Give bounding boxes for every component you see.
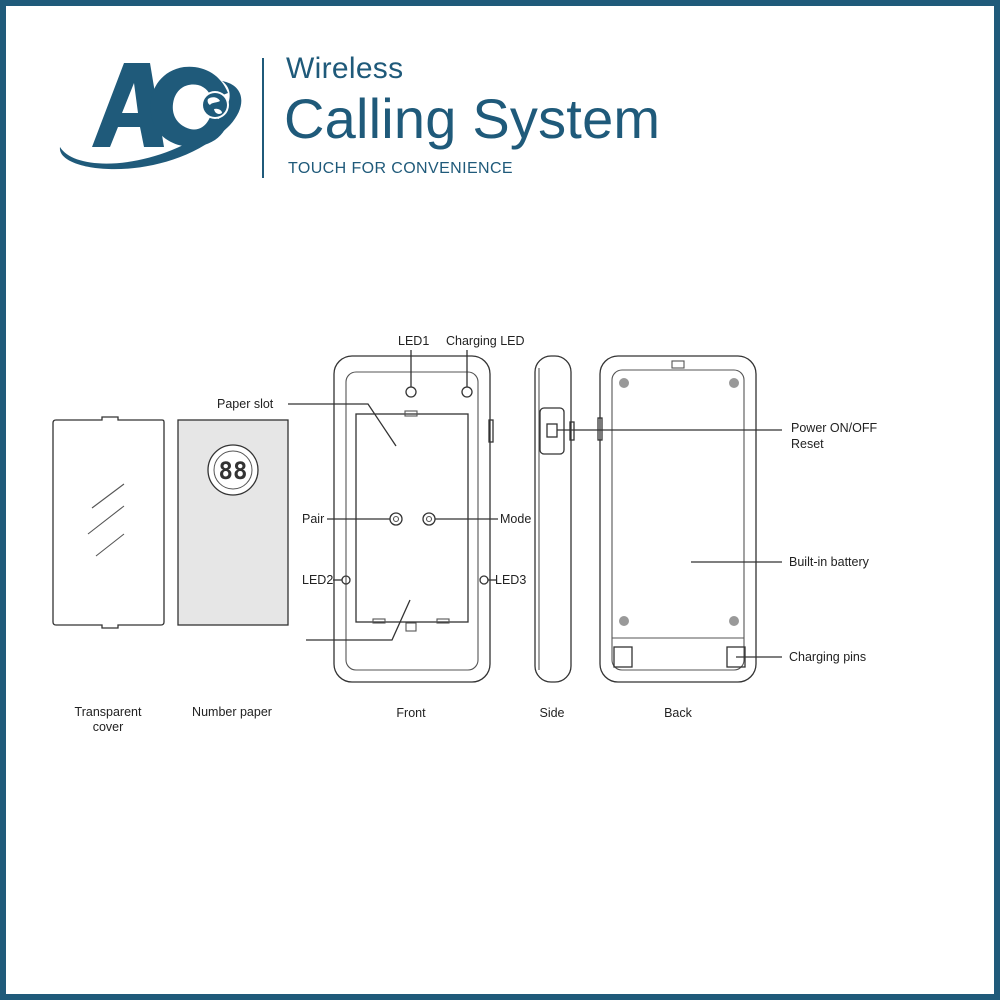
charging-pin-left <box>613 646 633 668</box>
callout-lines <box>288 350 782 658</box>
pair-button <box>389 512 403 526</box>
label-charging-pins: Charging pins <box>789 650 866 664</box>
charging-led-indicator <box>461 386 473 398</box>
label-mode: Mode <box>500 512 531 526</box>
brand-line1: Wireless <box>286 52 404 85</box>
header-divider <box>262 58 264 178</box>
caption-front: Front <box>396 706 426 720</box>
number-paper: 88 <box>177 419 289 626</box>
label-led1: LED1 <box>398 334 429 348</box>
caption-back: Back <box>664 706 693 720</box>
label-power: Power ON/OFF <box>791 421 877 435</box>
led3-indicator <box>479 575 489 585</box>
label-paper-slot: Paper slot <box>217 397 274 411</box>
label-built-in-battery: Built-in battery <box>789 555 870 569</box>
label-pair: Pair <box>302 512 324 526</box>
brand-line2: Calling System <box>284 87 661 150</box>
tagline: TOUCH FOR CONVENIENCE <box>288 160 514 177</box>
label-led3: LED3 <box>495 573 526 587</box>
led1-indicator <box>405 386 417 398</box>
ac-logo <box>59 63 242 170</box>
caption-side: Side <box>539 706 564 720</box>
side-device <box>534 355 575 683</box>
label-charging-led: Charging LED <box>446 334 525 348</box>
caption-transparent-cover-2: cover <box>93 720 124 734</box>
number-display: 88 <box>219 457 248 485</box>
caption-number-paper: Number paper <box>192 705 272 719</box>
mode-button <box>422 512 436 526</box>
transparent-cover <box>52 416 165 629</box>
caption-transparent-cover-1: Transparent <box>75 705 142 719</box>
label-led2: LED2 <box>302 573 333 587</box>
label-reset: Reset <box>791 437 824 451</box>
back-device <box>597 355 757 683</box>
